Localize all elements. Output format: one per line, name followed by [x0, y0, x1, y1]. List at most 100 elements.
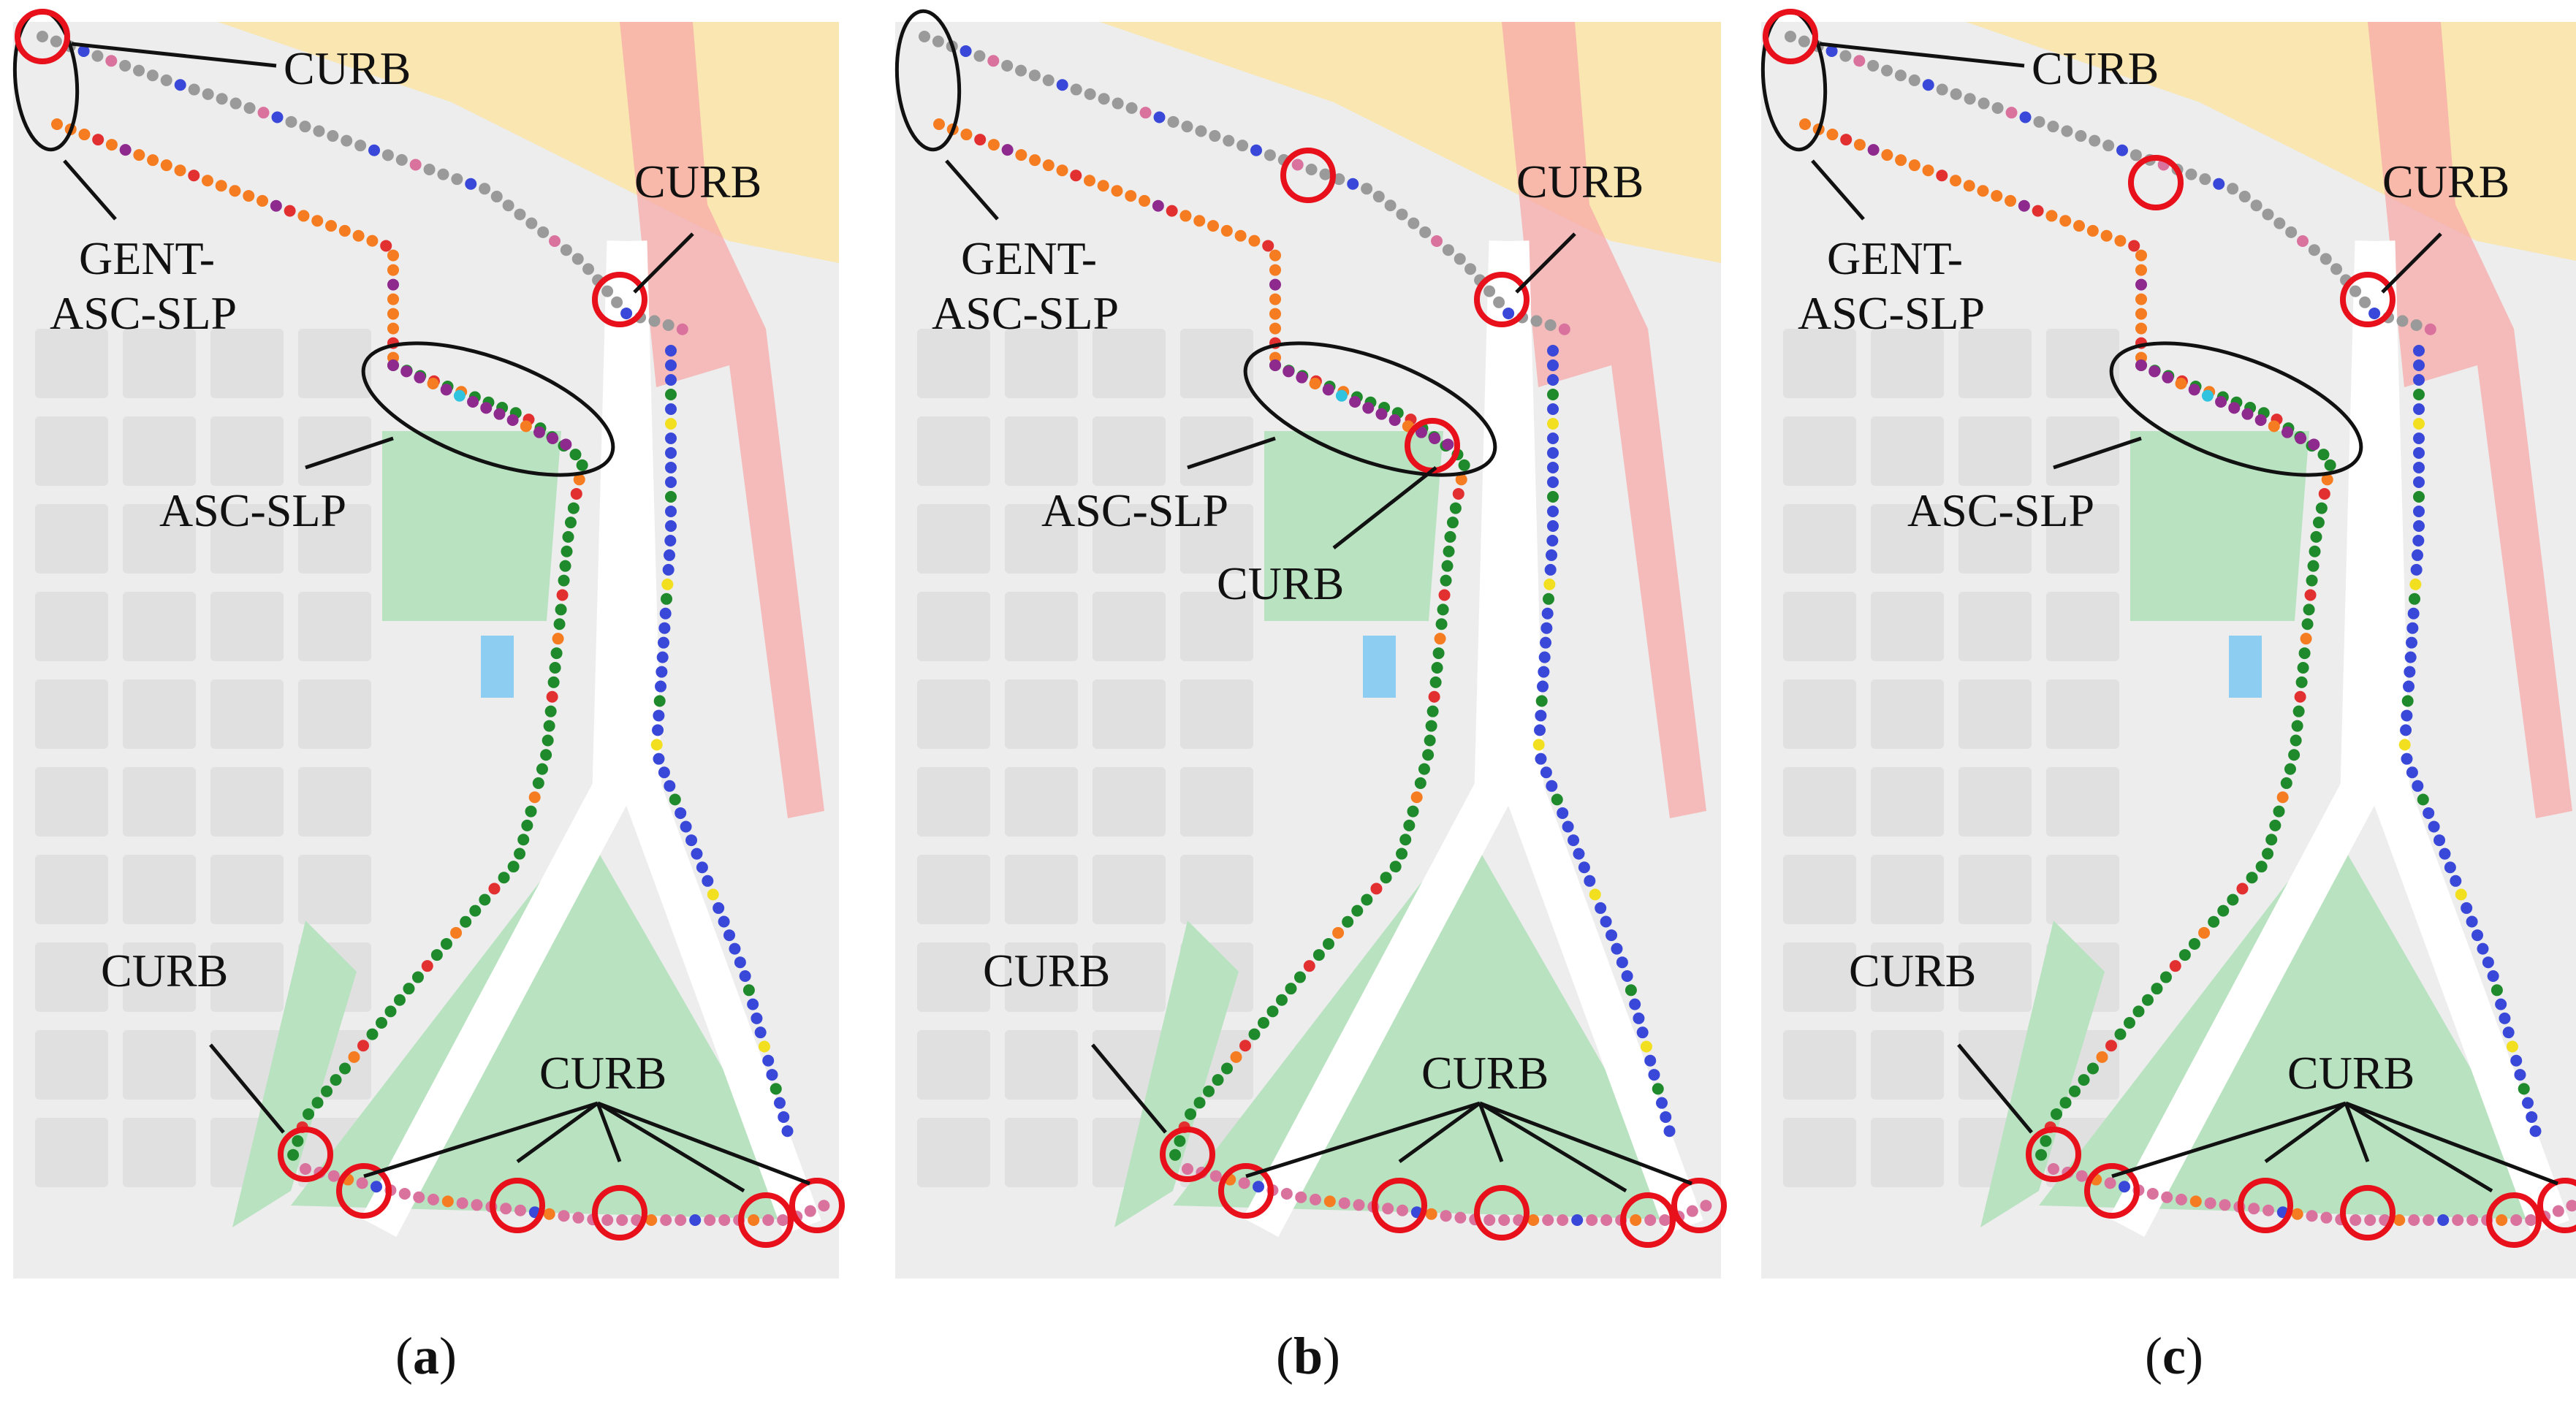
route-blue-right-dot — [1655, 1097, 1668, 1109]
route-orange-dot — [1015, 149, 1027, 161]
route-green-left-dot — [2276, 791, 2289, 804]
route-orange-dot — [380, 240, 392, 252]
route-blue-right-dot — [1540, 636, 1552, 649]
route-bottom-dot — [1630, 1214, 1642, 1226]
route-green-left-dot — [469, 904, 482, 917]
route-slope-dot — [2188, 384, 2200, 396]
route-green-left-dot — [1425, 720, 1437, 732]
route-orange-dot — [387, 278, 399, 291]
route-green-left-dot — [561, 545, 573, 557]
route-top-dot — [1464, 263, 1477, 275]
route-blue-right-dot — [1547, 345, 1559, 357]
route-bottom-dot — [2525, 1214, 2537, 1226]
route-top-dot — [1001, 59, 1014, 72]
leader-line — [1245, 1101, 1481, 1178]
route-top-dot — [1936, 83, 1948, 96]
route-blue-right-dot — [2413, 374, 2425, 386]
route-slope-dot — [427, 377, 439, 389]
route-orange-dot — [147, 154, 159, 167]
route-green-left-dot — [550, 647, 563, 660]
route-green-left-dot — [552, 633, 564, 645]
route-top-dot — [1442, 244, 1454, 256]
route-bottom-dot — [2248, 1203, 2260, 1215]
route-top-dot — [1544, 319, 1557, 332]
building-block — [35, 855, 108, 924]
route-green-left-dot — [1351, 904, 1364, 917]
route-top-dot — [1209, 130, 1221, 142]
route-orange-dot — [1207, 220, 1220, 232]
route-green-left-dot — [488, 883, 501, 895]
route-bottom-dot — [748, 1214, 760, 1226]
route-top-dot — [1493, 296, 1505, 308]
curb-circle — [2340, 272, 2395, 327]
route-top-dot — [2213, 178, 2225, 190]
route-orange-dot — [243, 190, 255, 202]
route-top-dot — [50, 35, 62, 47]
route-orange-dot — [2135, 293, 2147, 305]
route-top-dot — [368, 144, 381, 156]
building-block — [1871, 416, 1944, 486]
route-orange-dot — [92, 134, 105, 146]
route-green-left-dot — [558, 574, 570, 587]
route-blue-right-dot — [658, 636, 670, 649]
route-green-left-dot — [1239, 1040, 1252, 1052]
route-orange-dot — [1001, 144, 1014, 156]
building-block — [1005, 855, 1078, 924]
route-bottom-dot — [2510, 1214, 2523, 1226]
label-curb: CURB — [2287, 1047, 2414, 1099]
route-blue-right-dot — [658, 622, 671, 634]
route-blue-right-dot — [664, 534, 677, 546]
route-slope-dot — [2215, 395, 2227, 408]
route-green-left-dot — [2178, 949, 2191, 961]
route-green-left-dot — [460, 915, 472, 928]
route-green-left-dot — [543, 720, 555, 732]
route-orange-dot — [1269, 249, 1281, 262]
route-blue-right-dot — [1636, 1026, 1649, 1039]
route-bottom-dot — [2104, 1177, 2116, 1189]
building-block — [1871, 942, 1944, 1012]
route-green-left-dot — [430, 949, 443, 961]
route-bottom-dot — [1323, 1195, 1336, 1208]
route-top-dot — [932, 35, 944, 47]
asc-slp-ellipse — [361, 341, 615, 477]
route-top-dot — [525, 217, 538, 229]
route-orange-dot — [2135, 322, 2147, 335]
curb-circle — [1280, 148, 1336, 203]
building-block — [1871, 767, 1944, 837]
curb-circle — [1160, 1127, 1215, 1182]
building-block — [1180, 767, 1253, 837]
label-gent-asc-slp: GENT- — [1827, 232, 1963, 284]
leader-line — [1187, 436, 1276, 470]
route-top-dot — [423, 164, 436, 176]
route-blue-right-dot — [2401, 695, 2414, 707]
route-orange-dot — [1056, 164, 1068, 177]
route-blue-right-dot — [1538, 666, 1550, 678]
curb-circle — [1218, 1163, 1274, 1219]
route-green-left-dot — [1446, 517, 1459, 529]
route-slope-dot — [533, 426, 545, 438]
route-orange-dot — [387, 293, 399, 305]
route-blue-right-dot — [665, 389, 677, 400]
route-top-dot — [409, 159, 422, 171]
building-block — [35, 942, 108, 1012]
building-block — [1958, 329, 2032, 398]
building-block — [917, 504, 990, 574]
leader-line — [597, 1101, 810, 1186]
route-orange-dot — [105, 139, 118, 151]
route-green-left-dot — [1342, 915, 1354, 928]
route-orange-dot — [2073, 220, 2086, 232]
route-blue-right-dot — [2477, 942, 2489, 955]
route-slope-dot — [493, 408, 506, 420]
route-orange-dot — [1269, 293, 1281, 305]
route-bottom-dot — [2452, 1214, 2464, 1226]
route-green-left-dot — [2169, 960, 2181, 972]
building-block — [1783, 592, 1856, 661]
curb-circle — [2486, 1192, 2542, 1248]
route-green-left-dot — [2035, 1148, 2048, 1161]
route-green-left-dot — [514, 847, 526, 860]
route-slope-dot — [560, 438, 572, 451]
route-blue-right-dot — [658, 766, 670, 779]
label-gent-asc-slp: ASC-SLP — [1798, 287, 1985, 339]
route-blue-right-dot — [1543, 578, 1556, 590]
route-slope-dot — [414, 371, 426, 384]
